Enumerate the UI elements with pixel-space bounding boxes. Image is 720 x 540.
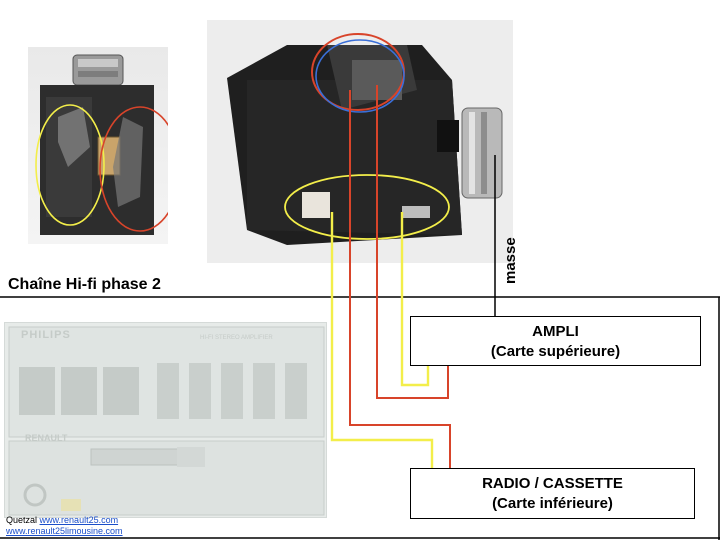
yellow-wire-radio (330, 212, 434, 468)
radio-box-title: RADIO / CASSETTE (482, 475, 623, 492)
jack-photo-small-drawing (35, 54, 168, 235)
yellow-wire-ampli (400, 212, 430, 387)
credits-author: Quetzal (6, 515, 38, 525)
ground-label: masse (502, 237, 519, 284)
device-subtitle-label: HI-FI STEREO AMPLIFIER (200, 335, 273, 341)
amplifier-panel-image: PHILIPS HI-FI STEREO AMPLIFIER RENAULT (4, 322, 327, 518)
credits-link-1[interactable]: www.renault25.com (39, 515, 119, 525)
device-brand-label: PHILIPS (21, 329, 71, 341)
radio-cassette-box: RADIO / CASSETTE (Carte inférieure) (410, 468, 695, 519)
diagram-title: Chaîne Hi-fi phase 2 (8, 276, 161, 293)
device-maker-label: RENAULT (25, 433, 68, 443)
ampli-box: AMPLI (Carte supérieure) (410, 316, 701, 366)
amplifier-panel-drawing (8, 326, 325, 516)
jack-photo-small (28, 47, 168, 244)
red-wire-ampli (376, 85, 449, 399)
credits: Quetzal www.renault25.com www.renault25l… (6, 515, 123, 537)
red-wire-radio (349, 90, 451, 468)
radio-box-subtitle: (Carte inférieure) (492, 495, 613, 512)
credits-link-2[interactable]: www.renault25limousine.com (6, 526, 123, 536)
ampli-box-subtitle: (Carte supérieure) (490, 343, 621, 360)
ampli-box-title: AMPLI (532, 323, 579, 340)
